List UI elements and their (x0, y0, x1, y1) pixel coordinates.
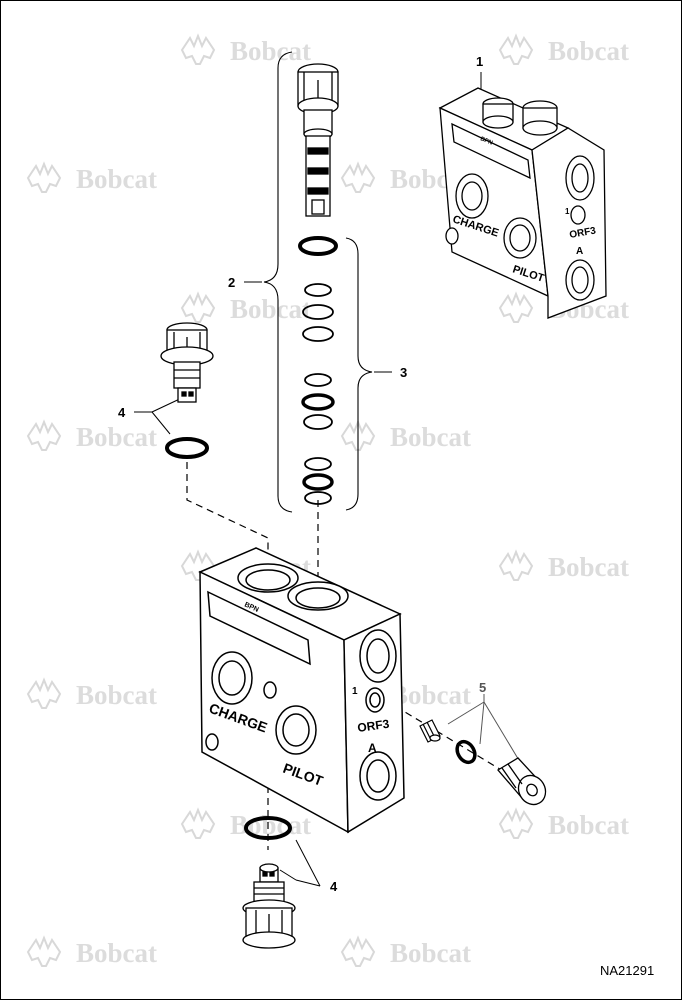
watermark: Bobcat (181, 293, 311, 324)
svg-text:Bobcat: Bobcat (390, 938, 471, 968)
svg-text:Bobcat: Bobcat (548, 810, 629, 840)
lower-relief-valve (242, 863, 296, 949)
upper-relief-valve (160, 322, 214, 403)
watermark: Bobcat (499, 551, 629, 582)
large-valve-block (198, 547, 405, 834)
svg-text:Bobcat: Bobcat (76, 938, 157, 968)
small-block-a: A (576, 246, 583, 257)
callout-5 (447, 694, 521, 763)
watermark: Bobcat (499, 35, 629, 66)
svg-text:Bobcat: Bobcat (390, 680, 471, 710)
o-ring (298, 236, 338, 256)
small-valve-block (438, 87, 607, 319)
figure-id: NA21291 (600, 963, 654, 978)
port-plug (497, 757, 547, 806)
o-ring (304, 457, 332, 471)
small-block-label-plate (451, 122, 531, 180)
cartridge-valve (297, 63, 339, 217)
o-ring (244, 816, 292, 840)
watermark: Bobcat (27, 163, 157, 194)
callout-4-upper-label: 4 (118, 405, 126, 420)
o-ring (165, 437, 209, 459)
small-block-orf3: ORF3 (569, 225, 598, 241)
callout-4-lower (279, 839, 321, 887)
watermark: Bobcat (181, 35, 311, 66)
watermark: Bobcat (499, 809, 629, 840)
watermark: Bobcat (27, 937, 157, 968)
large-block-a: A (368, 741, 377, 755)
o-ring (304, 491, 332, 505)
watermark: Bobcat (341, 421, 471, 452)
svg-text:Bobcat: Bobcat (230, 36, 311, 66)
svg-text:Bobcat: Bobcat (548, 36, 629, 66)
large-block-orf3: ORF3 (356, 717, 390, 735)
small-block-1: 1 (565, 207, 570, 216)
callout-3 (345, 237, 392, 511)
callout-2-label: 2 (228, 275, 235, 290)
svg-text:Bobcat: Bobcat (76, 422, 157, 452)
callout-4-lower-label: 4 (330, 879, 338, 894)
svg-text:Bobcat: Bobcat (76, 680, 157, 710)
svg-text:Bobcat: Bobcat (230, 294, 311, 324)
watermark: Bobcat (181, 809, 311, 840)
o-ring (304, 283, 332, 297)
large-block-label-plate (207, 590, 311, 666)
callout-3-label: 3 (400, 365, 407, 380)
orifice-insert (419, 719, 441, 743)
watermark: Bobcat (27, 421, 157, 452)
small-block-bpn: BPN (479, 136, 493, 146)
seal-stack (298, 236, 338, 505)
callout-2 (244, 51, 293, 513)
svg-text:Bobcat: Bobcat (390, 422, 471, 452)
watermark: Bobcat (341, 937, 471, 968)
bracket-3 (345, 237, 373, 511)
svg-text:Bobcat: Bobcat (548, 552, 629, 582)
o-ring (302, 473, 334, 491)
watermark: Bobcat (341, 679, 471, 710)
o-ring (302, 326, 334, 342)
assembly-line-right (384, 699, 519, 781)
callout-5-label: 5 (479, 680, 486, 695)
o-ring (455, 739, 477, 765)
watermark: Bobcat (27, 679, 157, 710)
o-ring (301, 393, 335, 411)
large-block-1: 1 (352, 686, 358, 697)
o-ring (302, 304, 334, 320)
svg-text:1: 1 (476, 54, 483, 69)
svg-text:Bobcat: Bobcat (76, 164, 157, 194)
svg-text:Bobcat: Bobcat (230, 810, 311, 840)
o-ring (304, 373, 332, 387)
o-ring (303, 414, 333, 430)
bracket-2 (263, 51, 293, 513)
